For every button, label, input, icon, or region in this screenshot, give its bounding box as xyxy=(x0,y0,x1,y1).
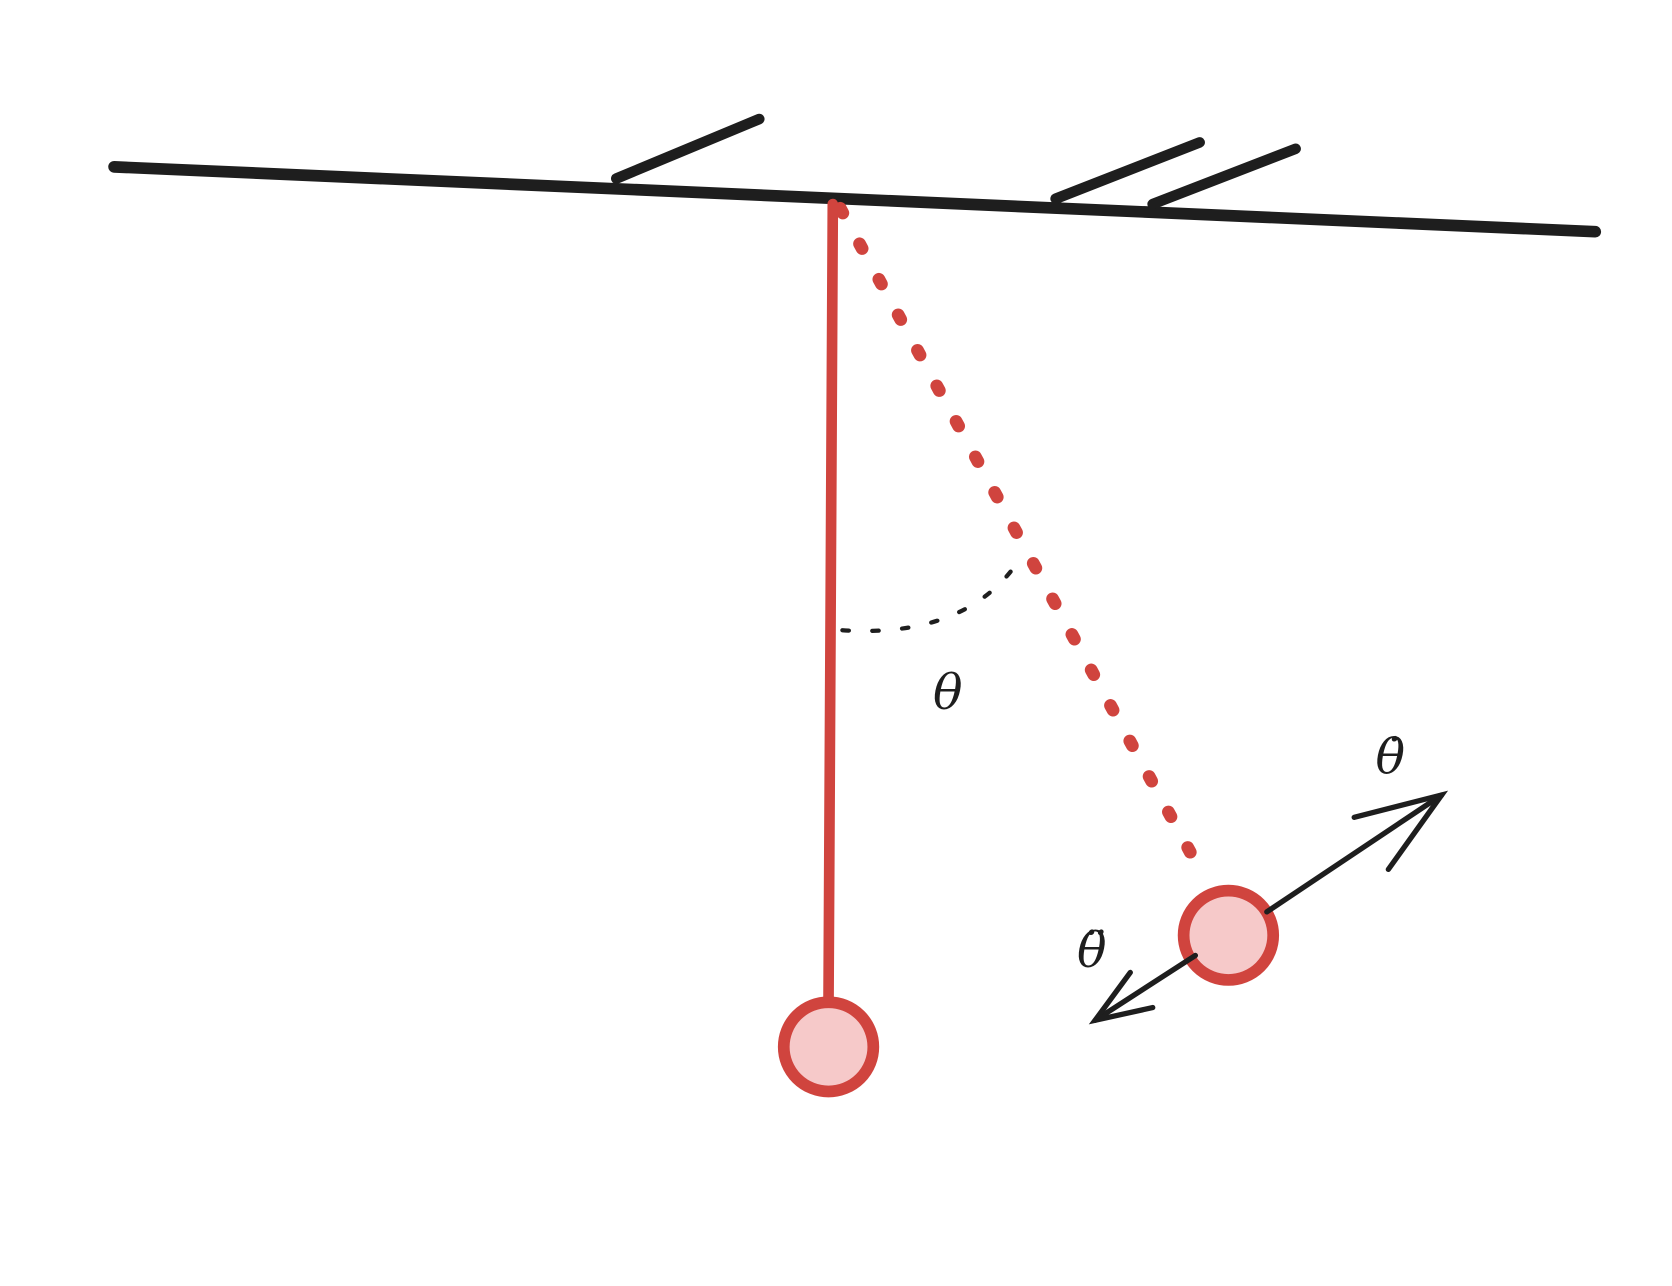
angular-velocity-label: θ̇ xyxy=(1376,729,1406,786)
velocity-arrow xyxy=(1264,790,1449,915)
acceleration-arrow xyxy=(1088,952,1199,1025)
angle-label: θ xyxy=(933,664,963,721)
rest-rod xyxy=(823,198,839,1005)
hatch-mark xyxy=(611,113,765,184)
ceiling xyxy=(108,113,1602,238)
displaced-rod-dotted xyxy=(833,201,1207,876)
displaced-bob xyxy=(1177,884,1280,986)
hatch-mark xyxy=(1050,137,1205,205)
angular-acceleration-label: θ̈ xyxy=(1077,922,1107,979)
hatch-mark xyxy=(1147,143,1301,210)
ceiling-line xyxy=(108,161,1602,238)
angle-arc xyxy=(840,566,1016,634)
rest-bob xyxy=(777,996,880,1098)
